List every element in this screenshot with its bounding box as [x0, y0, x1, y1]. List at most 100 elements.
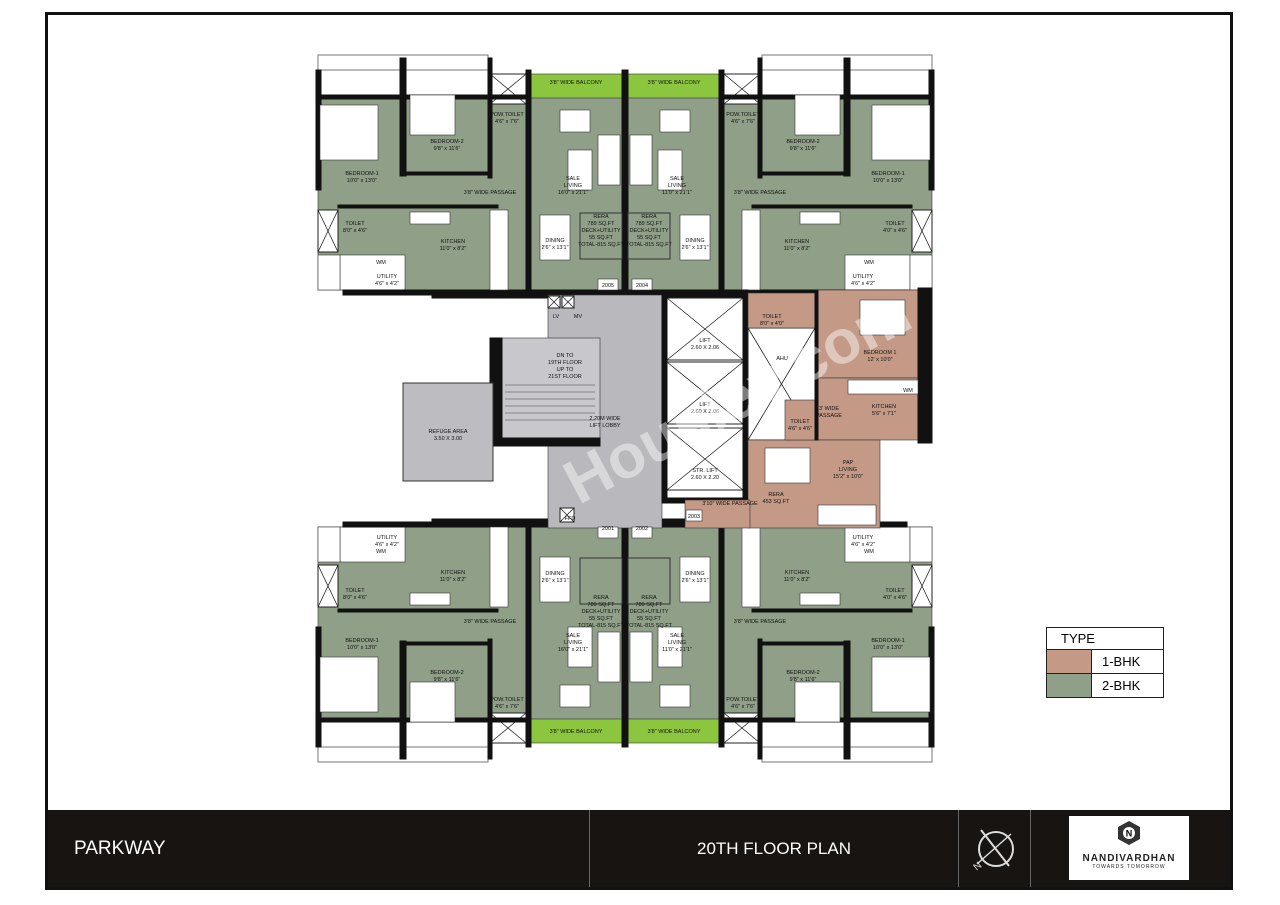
void — [909, 254, 933, 291]
utility-void — [844, 526, 911, 563]
balcony — [529, 73, 623, 99]
rera-box — [579, 557, 623, 605]
dining-label: 2'6" x 13'1" — [681, 245, 708, 251]
coffee-table — [567, 626, 593, 668]
rera-area-label: 453 SQ.FT — [763, 499, 791, 505]
rera-area-label: DECK+UTILITY — [630, 609, 669, 615]
duct-shaft-cross — [911, 564, 933, 608]
ffd-shaft-cross — [559, 507, 575, 523]
dining-label: 2'6" x 13'1" — [541, 578, 568, 584]
living-label: PAP — [843, 460, 854, 466]
utility-label: 4'6" x 4'2" — [375, 281, 399, 287]
bedroom-2-label: BEDROOM-2 — [430, 670, 463, 676]
kitchen-counter — [799, 211, 841, 225]
kitchen-label: KITCHEN — [872, 404, 896, 410]
washing-machine-label: WM — [864, 549, 874, 555]
toilet-label: 8'0" x 4'6" — [343, 595, 367, 601]
wall — [751, 608, 913, 613]
washing-machine-label: WM — [376, 260, 386, 266]
rera-area-label: 789 SQ.FT — [588, 221, 616, 227]
staircase — [494, 337, 601, 439]
legend-swatch-1bhk — [1047, 650, 1092, 673]
lift-lobby-label: 2.20M WIDE — [589, 416, 621, 422]
toilet-label: TOILET — [762, 314, 782, 320]
ffd-label: FFD — [565, 516, 576, 522]
utility-label: 4'6" x 4'2" — [851, 281, 875, 287]
dining-table — [679, 556, 711, 603]
kitchen-label: 11'0" x 8'2" — [440, 246, 467, 252]
toilet-label: 8'0" x 4'6" — [343, 228, 367, 234]
ahu-shaft-cross — [747, 327, 816, 441]
utility-label: UTILITY — [377, 274, 398, 280]
rera-area-label: DECK+UTILITY — [630, 228, 669, 234]
passage-label: 3'8" WIDE PASSAGE — [734, 190, 787, 196]
kitchen-label: 5'6" x 7'1" — [872, 411, 896, 417]
bedroom-1-label: 10'0" x 13'0" — [347, 645, 377, 651]
rera-area-label: 789 SQ.FT — [636, 602, 664, 608]
unit-number-box — [631, 278, 653, 291]
stair-label: UP TO — [557, 367, 574, 373]
dining-label: 2'6" x 13'1" — [541, 245, 568, 251]
utility-label: UTILITY — [853, 535, 874, 541]
wall — [399, 57, 407, 177]
sofa-chair — [659, 109, 691, 133]
pow-toilet-label: 4'6" x 7'6" — [495, 119, 519, 125]
coffee-table — [657, 626, 683, 668]
type-legend: TYPE 1-BHK 2-BHK — [1046, 627, 1164, 698]
wall — [487, 57, 493, 179]
toilet-label: TOILET — [345, 588, 365, 594]
kitchen-counter — [489, 526, 509, 608]
living-label: LIVING — [668, 640, 686, 646]
pow-toilet-label: 4'6" x 7'6" — [495, 704, 519, 710]
dining-label: DINING — [545, 571, 564, 577]
legend-item-2bhk: 2-BHK — [1047, 674, 1163, 697]
rera-area-label: DECK+UTILITY — [582, 609, 621, 615]
sofa — [629, 134, 653, 186]
coffee-table — [657, 149, 683, 191]
living-label: 16'0" x 21'1" — [558, 647, 588, 653]
kitchen-counter — [741, 526, 761, 608]
passage-label: PASSAGE — [816, 413, 842, 419]
wall — [759, 641, 846, 646]
living-label: SALE — [670, 633, 684, 639]
one-bhk-toilet-2 — [784, 399, 816, 441]
legend-swatch-2bhk — [1047, 674, 1092, 697]
unit-number: 2005 — [602, 283, 614, 289]
mv-label: MV — [574, 314, 583, 320]
wall — [757, 638, 763, 760]
pow-toilet-label: POW.TOILET — [490, 112, 524, 118]
unit-number-box — [597, 526, 619, 539]
lift-shaft-cross — [666, 427, 744, 491]
washing-machine-label: WM — [864, 260, 874, 266]
wall — [751, 204, 913, 209]
plan-title: 20TH FLOOR PLAN — [590, 810, 959, 887]
living-label: LIVING — [839, 467, 857, 473]
washing-machine-label: WM — [903, 388, 913, 394]
legend-title: TYPE — [1047, 628, 1163, 650]
pow-toilet-label: POW.TOILET — [726, 112, 760, 118]
living-label: 11'0" x 21'1" — [662, 190, 692, 196]
sofa-chair — [559, 684, 591, 708]
sofa — [597, 631, 621, 683]
bedroom-1-label: BEDROOM-1 — [345, 171, 378, 177]
living-label: SALE — [670, 176, 684, 182]
logo-name: NANDIVARDHAN — [1082, 853, 1176, 864]
living-label: 16'0" x 21'1" — [558, 190, 588, 196]
dining-table — [764, 447, 811, 484]
kitchen-counter — [409, 592, 451, 606]
toilet-label: TOILET — [345, 221, 365, 227]
legend-label: 1-BHK — [1102, 654, 1141, 669]
bed — [319, 104, 379, 161]
wall — [337, 608, 499, 613]
wall — [337, 204, 499, 209]
wall — [917, 287, 933, 444]
kitchen-counter — [741, 209, 761, 291]
living-label: 11'0" x 21'1" — [662, 647, 692, 653]
lv-label: LV — [553, 314, 560, 320]
developer-logo: N NANDIVARDHAN TOWARDS TOMORROW — [1069, 816, 1189, 880]
living-label: LIVING — [668, 183, 686, 189]
unit-number: 2001 — [602, 526, 614, 532]
living-label: SALE — [566, 176, 580, 182]
